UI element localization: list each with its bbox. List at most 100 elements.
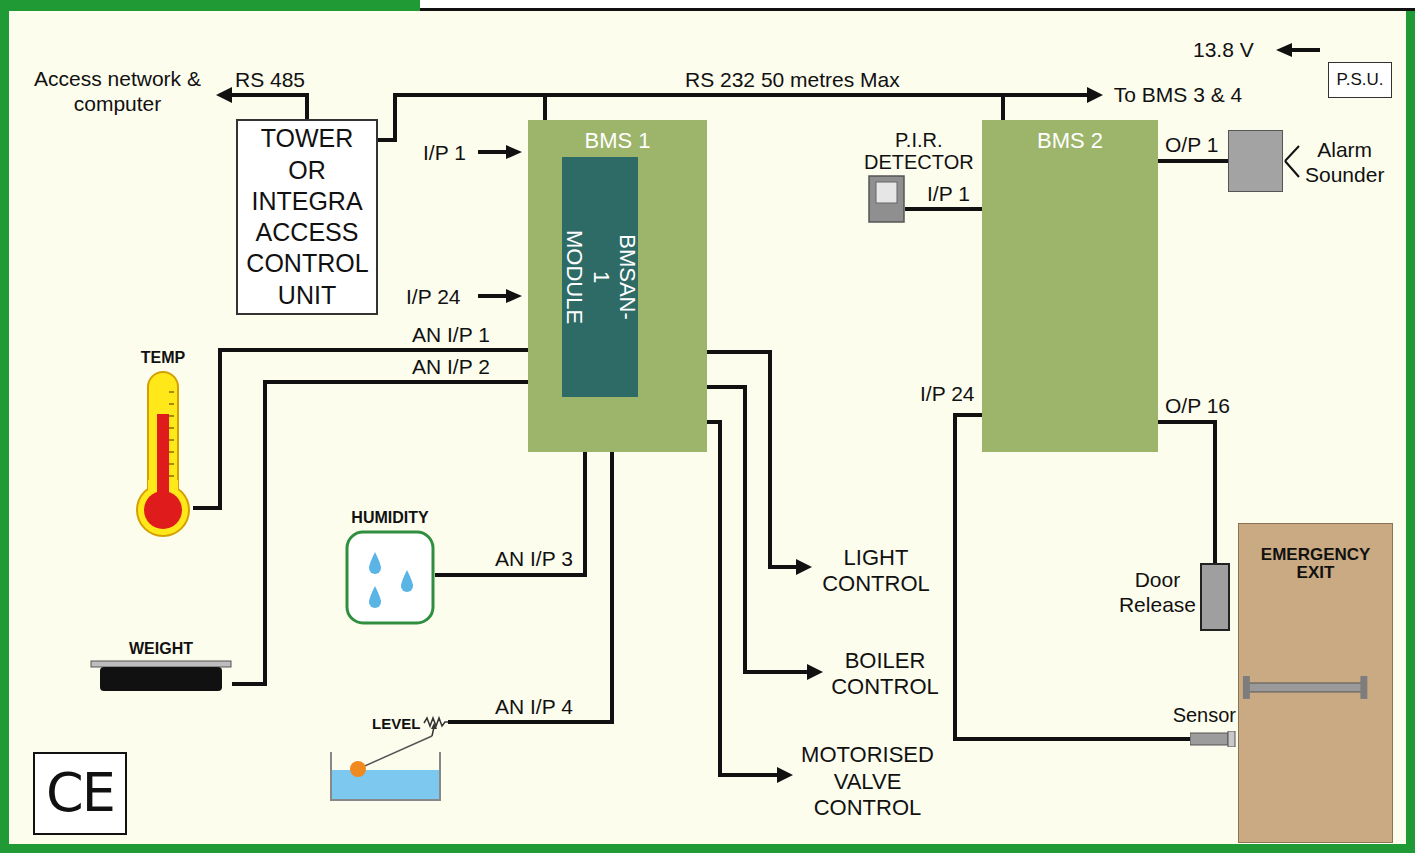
door-sensor: Sensor <box>1190 731 1236 747</box>
frame-and-symbols <box>506 289 522 303</box>
thermometer-illustration <box>169 451 174 453</box>
emergency-exit-door: EMERGENCY EXIT <box>1238 523 1393 843</box>
thermometer-illustration <box>169 427 174 429</box>
voltage-label: 13.8 V <box>1193 37 1254 62</box>
humidity-sensor-illustration <box>369 586 381 608</box>
node-label: BMSAN-1 MODULE <box>560 230 639 324</box>
input-label: I/P 1 <box>423 140 466 165</box>
endpoint-text: Access network & computer <box>19 62 216 121</box>
input-label: I/P 24 <box>406 284 461 309</box>
level-tank-illustration <box>331 752 440 800</box>
push-bar-illustration <box>1360 676 1367 699</box>
door-sensor-illustration <box>1190 731 1236 747</box>
push-bar-illustration <box>1247 683 1363 692</box>
node-label: TOWER OR INTEGRA ACCESS CONTROL UNIT <box>246 123 367 311</box>
level-tank-illustration <box>332 770 439 799</box>
alarm-sounder: Alarm Sounder <box>1228 130 1283 192</box>
node-label: To BMS 3 & 4 <box>1114 82 1242 107</box>
signal-label: RS 485 <box>233 67 307 92</box>
thermometer-illustration <box>169 463 174 465</box>
signal-label: O/P 16 <box>1163 393 1232 418</box>
node-label: WEIGHT <box>129 639 193 658</box>
signal-wire <box>1158 422 1215 563</box>
signal-label: I/P 1 <box>925 181 972 206</box>
frame-and-symbols <box>506 145 522 159</box>
node-label: MOTORISED VALVE CONTROL <box>801 742 934 821</box>
signal-label: AN I/P 3 <box>493 546 575 571</box>
level-tank-illustration <box>431 723 437 729</box>
signal-wire <box>378 95 1087 140</box>
bms-controller-box: BMS 1 BMSAN-1 MODULE <box>528 120 707 452</box>
frame-and-symbols <box>420 8 1415 11</box>
frame-and-symbols <box>1276 43 1292 57</box>
signal-label: AN I/P 2 <box>410 354 492 379</box>
node-label: Door Release <box>1119 567 1196 617</box>
signal-label: AN I/P 1 <box>410 322 492 347</box>
node-label: Alarm Sounder <box>1305 137 1384 187</box>
node-label: BMS 2 <box>982 128 1158 154</box>
frame-and-symbols <box>9 11 1406 844</box>
node-label: BOILER CONTROL <box>831 648 939 701</box>
pir-detector-illustration <box>876 182 897 203</box>
bms-controller-box: BMS 2 <box>982 120 1158 452</box>
push-bar-illustration <box>1243 676 1250 699</box>
weighing-scale-illustration <box>100 667 222 691</box>
signal-wire <box>905 207 982 211</box>
output-text: MOTORISED VALVE CONTROL <box>793 736 942 828</box>
node-label: BMS 1 <box>528 128 707 154</box>
signal-wire <box>707 422 777 775</box>
door-sensor-illustration <box>1190 733 1228 745</box>
signal-wire <box>1158 159 1228 163</box>
node-label: EMERGENCY EXIT <box>1261 546 1370 582</box>
node-label: P.S.U. <box>1337 70 1384 90</box>
signal-label: O/P 1 <box>1163 132 1220 157</box>
frame-and-symbols <box>1285 146 1299 161</box>
humidity-sensor: HUMIDITY <box>345 530 435 625</box>
weighing-scale-illustration <box>91 661 231 667</box>
weighing-scale-illustration <box>90 660 232 692</box>
node-label: Access network & computer <box>19 66 216 116</box>
thermometer-illustration <box>169 403 174 405</box>
door-sensor-illustration <box>1228 731 1235 747</box>
frame-and-symbols <box>1290 48 1320 52</box>
door-release: Door Release <box>1200 563 1230 631</box>
node-label: HUMIDITY <box>351 508 428 527</box>
signal-wire <box>193 350 562 508</box>
level-tank-illustration <box>350 761 366 777</box>
signal-label: AN I/P 4 <box>493 694 575 719</box>
thermometer-illustration <box>169 475 174 477</box>
weight-sensor: WEIGHT <box>90 660 232 692</box>
pir-detector: P.I.R. DETECTOR <box>868 175 905 223</box>
node-label: LIGHT CONTROL <box>822 545 930 598</box>
psu-box: P.S.U. <box>1328 62 1392 98</box>
ce-mark: CE <box>33 752 127 835</box>
node-label: TEMP <box>141 348 185 367</box>
humidity-sensor-illustration <box>345 530 435 625</box>
thermometer-illustration <box>169 415 174 417</box>
signal-wire <box>232 382 562 684</box>
temperature-sensor: TEMP <box>133 370 193 538</box>
node-label: P.I.R. DETECTOR <box>864 129 974 173</box>
node-label: LEVEL <box>372 715 420 733</box>
signal-label: RS 232 50 metres Max <box>683 67 902 92</box>
level-sensor: LEVEL <box>328 712 448 802</box>
node-label: Sensor <box>1173 703 1236 727</box>
output-text: BOILER CONTROL <box>823 644 947 705</box>
humidity-sensor-illustration <box>347 532 433 623</box>
pir-detector-illustration <box>868 175 905 223</box>
analog-module-box: BMSAN-1 MODULE <box>562 157 638 397</box>
endpoint-text: To BMS 3 & 4 <box>1103 78 1253 112</box>
output-text: LIGHT CONTROL <box>812 540 940 602</box>
signal-label: I/P 24 <box>918 381 977 406</box>
frame-and-symbols <box>478 294 508 298</box>
thermometer-illustration <box>133 370 193 538</box>
frame-and-symbols <box>420 0 1415 8</box>
thermometer-illustration <box>169 391 174 393</box>
control-unit-box: TOWER OR INTEGRA ACCESS CONTROL UNIT <box>236 119 378 315</box>
humidity-sensor-illustration <box>401 570 413 592</box>
pir-detector-illustration <box>869 176 904 222</box>
frame-and-symbols <box>1285 161 1299 177</box>
signal-wire <box>378 95 545 140</box>
